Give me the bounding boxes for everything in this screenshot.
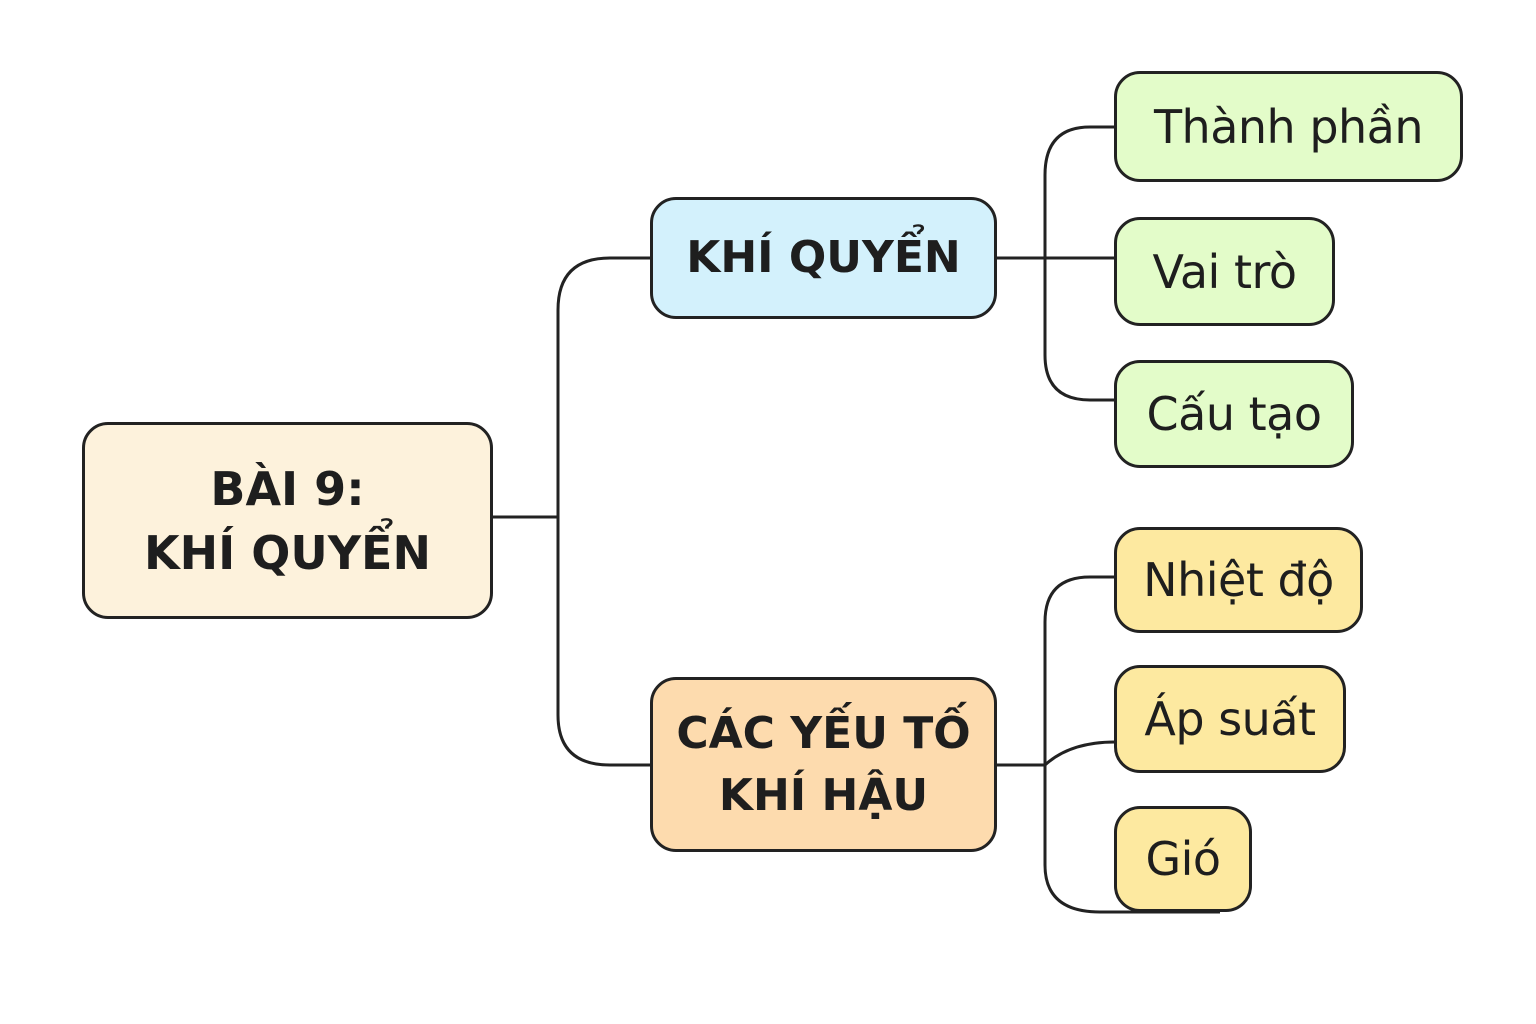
leaf-ap-suat[interactable]: Áp suất [1114,665,1346,773]
leaf-nhiet-do[interactable]: Nhiệt độ [1114,527,1363,633]
connector-cau-tao [1043,258,1115,402]
connector-ap-suat [1043,740,1116,767]
connector-nhiet-do [1043,575,1115,765]
leaf-vai-tro[interactable]: Vai trò [1114,217,1335,326]
root-title-line2: KHÍ QUYỂN [144,525,431,580]
connector-root-to-cac-yeu-to [556,517,650,767]
leaf-gio[interactable]: Gió [1114,806,1252,912]
connector-root-to-khi-quyen [556,256,650,517]
leaf-label: Nhiệt độ [1143,553,1334,607]
leaf-label: Cấu tạo [1146,387,1322,441]
leaf-cau-tao[interactable]: Cấu tạo [1114,360,1354,468]
connector-gio [1043,765,1220,914]
leaf-label: Áp suất [1144,692,1316,746]
branch-cac-yeu-to-line2: KHÍ HẬU [718,769,929,821]
leaf-label: Vai trò [1152,244,1297,299]
branch-khi-quyen[interactable]: KHÍ QUYỂN [650,197,997,319]
connector-thanh-phan [1043,125,1115,258]
branch-cac-yeu-to-khi-hau[interactable]: CÁC YẾU TỐ KHÍ HẬU [650,677,997,852]
root-node[interactable]: BÀI 9: KHÍ QUYỂN [82,422,493,619]
branch-cac-yeu-to-line1: CÁC YẾU TỐ [676,707,971,759]
root-title-line1: BÀI 9: [210,461,365,516]
leaf-thanh-phan[interactable]: Thành phần [1114,71,1463,182]
branch-khi-quyen-label: KHÍ QUYỂN [686,232,961,283]
leaf-label: Thành phần [1153,99,1424,154]
leaf-label: Gió [1145,832,1221,886]
